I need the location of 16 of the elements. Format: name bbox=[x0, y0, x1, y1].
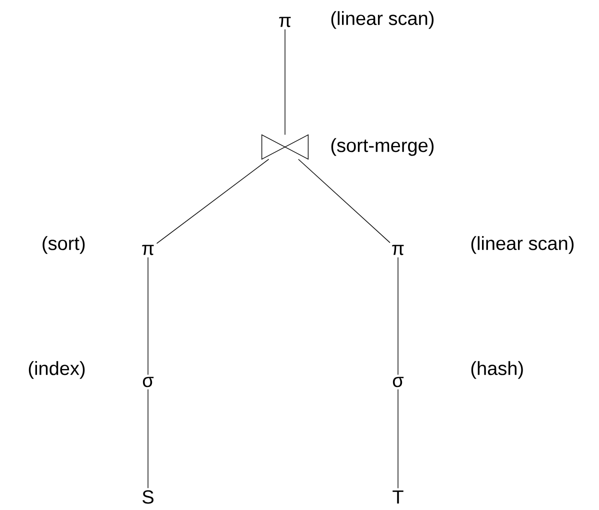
annotation: (linear scan) bbox=[331, 11, 434, 29]
join-symbol bbox=[261, 134, 309, 160]
annotation: (linear scan) bbox=[471, 236, 574, 254]
annotation: (sort) bbox=[42, 236, 85, 254]
annotation: (index) bbox=[28, 361, 85, 379]
annotation: (hash) bbox=[471, 361, 523, 379]
operator-symbol: π bbox=[279, 16, 291, 28]
annotation: (sort-merge) bbox=[331, 138, 434, 156]
operator-symbol: S bbox=[142, 490, 154, 504]
operator-symbol: T bbox=[392, 490, 404, 504]
operator-symbol: π bbox=[142, 244, 154, 256]
connector-line bbox=[298, 158, 390, 244]
connector-line bbox=[156, 158, 270, 244]
operator-symbol: σ bbox=[142, 376, 154, 388]
operator-symbol: π bbox=[392, 244, 404, 256]
operator-symbol: σ bbox=[392, 376, 404, 388]
